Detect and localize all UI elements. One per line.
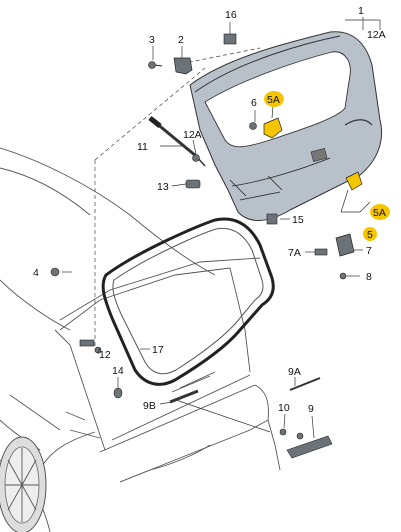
screw-part-10 bbox=[279, 428, 287, 436]
label-6: 6 bbox=[251, 97, 257, 109]
bolt-part-3 bbox=[148, 61, 163, 69]
label-1: 1 bbox=[358, 5, 364, 17]
label-3: 3 bbox=[149, 34, 155, 46]
connector-part-7a bbox=[314, 248, 328, 256]
badge-5a-right: 5A bbox=[370, 204, 390, 220]
label-9b: 9B bbox=[143, 400, 156, 412]
lock-part-7 bbox=[335, 233, 355, 257]
screw-part-6 bbox=[249, 122, 257, 130]
label-12: 12 bbox=[99, 349, 111, 361]
label-5a-right: 5A bbox=[373, 207, 386, 219]
leader-lines bbox=[62, 17, 381, 439]
ball-stud-part-12a bbox=[192, 154, 200, 162]
tailgate bbox=[189, 31, 383, 221]
rod-part-9a bbox=[289, 377, 321, 391]
hinge-part-2 bbox=[173, 57, 193, 75]
highlight-part-5a-top bbox=[263, 117, 283, 139]
label-12a-mid: 12A bbox=[183, 129, 202, 141]
label-4: 4 bbox=[33, 267, 39, 279]
label-14: 14 bbox=[112, 365, 124, 377]
label-17: 17 bbox=[152, 344, 164, 356]
bracket-part-16 bbox=[223, 33, 237, 45]
label-9a: 9A bbox=[288, 366, 301, 378]
strip-part-9b bbox=[169, 389, 199, 404]
label-7a: 7A bbox=[288, 247, 301, 259]
bolt-part-8 bbox=[339, 272, 347, 280]
clip-part-4 bbox=[50, 267, 60, 277]
bumper-stop-part-15 bbox=[266, 213, 278, 225]
rear-wheel bbox=[0, 436, 47, 532]
door-seal bbox=[101, 217, 275, 386]
label-2: 2 bbox=[178, 34, 184, 46]
plug-part-14 bbox=[113, 387, 123, 399]
handle-part-9 bbox=[286, 432, 333, 459]
label-15: 15 bbox=[292, 214, 304, 226]
label-11: 11 bbox=[137, 141, 148, 153]
badge-5: 5 bbox=[363, 227, 377, 241]
label-5a-top: 5A bbox=[267, 94, 280, 106]
label-12a-top: 12A bbox=[367, 29, 386, 41]
label-13: 13 bbox=[157, 181, 169, 193]
label-9: 9 bbox=[308, 403, 314, 415]
badge-5a-top: 5A bbox=[264, 91, 284, 107]
label-16: 16 bbox=[225, 9, 237, 21]
highlight-part-5a-right bbox=[345, 171, 363, 191]
label-5: 5 bbox=[367, 229, 373, 241]
bracket-part-13 bbox=[185, 179, 201, 189]
label-10: 10 bbox=[278, 402, 290, 414]
label-8: 8 bbox=[366, 271, 372, 283]
label-7: 7 bbox=[366, 245, 372, 257]
ball-stud-part-12 bbox=[79, 339, 102, 354]
